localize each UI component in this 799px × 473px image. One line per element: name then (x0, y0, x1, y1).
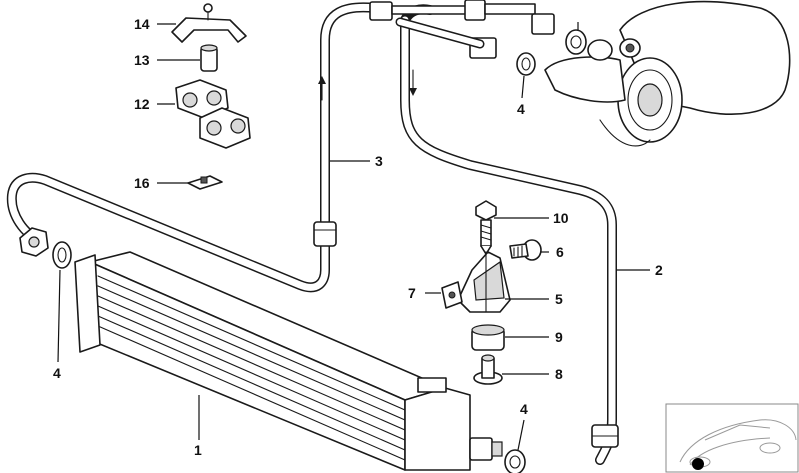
part-12-pipe-clamp[interactable] (175, 79, 251, 149)
callout-16[interactable]: 16 (134, 175, 150, 191)
callout-13[interactable]: 13 (134, 52, 150, 68)
part-13-spacer-sleeve[interactable] (200, 44, 218, 72)
part-7-clip[interactable] (441, 281, 463, 309)
part-5-bracket[interactable] (457, 251, 511, 313)
callout-labels: 14 13 12 16 3 4 10 6 5 9 8 7 2 1 4 4 (53, 16, 663, 458)
callout-8[interactable]: 8 (555, 366, 563, 382)
oil-cooler[interactable] (74, 251, 503, 471)
callout-4-left[interactable]: 4 (53, 365, 61, 381)
seal-ring-4-bottom[interactable] (504, 449, 526, 473)
callout-4-upper[interactable]: 4 (517, 101, 525, 117)
part-14-clamp-bracket[interactable] (171, 3, 247, 43)
part-9-rubber-mount[interactable] (471, 324, 505, 351)
callout-7[interactable]: 7 (408, 285, 416, 301)
leader-lines (57, 22, 650, 451)
flow-arrow-down-icon (409, 69, 417, 96)
cooler-inlet-nut[interactable] (19, 227, 49, 257)
upper-pipe-fittings[interactable] (369, 0, 555, 59)
callout-4-bottom[interactable]: 4 (520, 401, 528, 417)
callout-9[interactable]: 9 (555, 329, 563, 345)
part-10-screw[interactable] (475, 200, 497, 255)
cooler-end-tank-right (404, 387, 471, 471)
callout-12[interactable]: 12 (134, 96, 150, 112)
callout-1[interactable]: 1 (194, 442, 202, 458)
oil-pipe-3[interactable] (6, 2, 380, 293)
part-6-bolt[interactable] (509, 239, 542, 261)
callout-10[interactable]: 10 (553, 210, 569, 226)
callout-5[interactable]: 5 (555, 291, 563, 307)
seal-ring-upper-right[interactable] (565, 29, 587, 55)
cooler-end-tank-left (74, 254, 101, 353)
callout-3[interactable]: 3 (375, 153, 383, 169)
locator-dot-icon (692, 458, 704, 470)
seal-ring-4-left[interactable] (52, 241, 72, 269)
callout-6[interactable]: 6 (556, 244, 564, 260)
hose-crimp-sleeve (313, 221, 337, 247)
flow-arrow-up-icon (318, 76, 326, 101)
cooler-fins (97, 275, 406, 461)
part-16-clip-nut[interactable] (187, 175, 223, 190)
callout-2[interactable]: 2 (655, 262, 663, 278)
seal-ring-4-upper[interactable] (516, 52, 536, 76)
cooler-outlet-fitting (469, 437, 493, 461)
vehicle-locator-thumbnail (665, 403, 799, 473)
part-8-grommet[interactable] (473, 354, 503, 385)
callout-14[interactable]: 14 (134, 16, 150, 32)
oil-filter-housing[interactable] (544, 0, 791, 147)
